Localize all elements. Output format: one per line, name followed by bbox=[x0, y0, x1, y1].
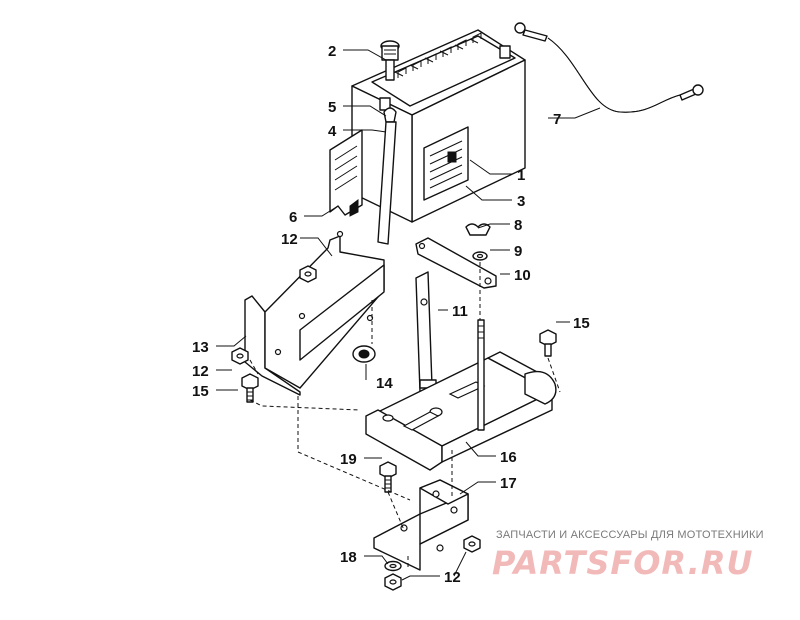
vent-fitting bbox=[380, 40, 400, 81]
callout-8: 8 bbox=[514, 217, 522, 234]
callout-13: 13 bbox=[192, 339, 209, 356]
callout-7: 7 bbox=[553, 111, 561, 128]
watermark-brand: PARTSFOR.RU bbox=[492, 544, 753, 582]
callout-6: 6 bbox=[289, 209, 297, 226]
callout-10: 10 bbox=[514, 267, 531, 284]
assembly-lines bbox=[249, 262, 561, 570]
callout-11: 11 bbox=[452, 303, 468, 320]
grommet bbox=[352, 345, 376, 363]
watermark: ЗАПЧАСТИ И АКСЕССУАРЫ ДЛЯ МОТОТЕХНИКИ PA… bbox=[492, 529, 764, 582]
bolt bbox=[539, 329, 557, 357]
callout-5: 5 bbox=[328, 99, 336, 116]
callout-15a: 15 bbox=[192, 383, 209, 400]
callout-18: 18 bbox=[340, 549, 357, 566]
callout-12a: 12 bbox=[281, 231, 298, 248]
watermark-tagline: ЗАПЧАСТИ И АКСЕССУАРЫ ДЛЯ МОТОТЕХНИКИ bbox=[496, 529, 764, 541]
heat-shield bbox=[329, 129, 363, 217]
mounting-bracket bbox=[244, 230, 385, 396]
washer bbox=[384, 560, 402, 572]
lower-bracket bbox=[373, 479, 469, 571]
nut bbox=[384, 573, 402, 591]
callout-labels: 2 5 4 6 12 1 3 7 8 9 10 11 13 12 15 14 1… bbox=[192, 43, 590, 586]
callout-17: 17 bbox=[500, 475, 517, 492]
wing-nut bbox=[465, 223, 491, 236]
callout-12b: 12 bbox=[192, 363, 209, 380]
callout-2: 2 bbox=[328, 43, 336, 60]
battery-label bbox=[423, 126, 469, 201]
bolt bbox=[241, 373, 259, 403]
hold-down-strap bbox=[415, 237, 497, 289]
callout-1: 1 bbox=[517, 167, 525, 184]
callout-12c: 12 bbox=[444, 569, 461, 586]
callout-19: 19 bbox=[340, 451, 357, 468]
vent-tube bbox=[377, 121, 397, 245]
nut bbox=[463, 535, 481, 553]
nut bbox=[299, 265, 317, 283]
callout-9: 9 bbox=[514, 243, 522, 260]
vent-elbow bbox=[383, 107, 397, 123]
callout-14: 14 bbox=[376, 375, 393, 392]
leader-lines bbox=[216, 49, 601, 581]
callout-15b: 15 bbox=[573, 315, 590, 332]
callout-16: 16 bbox=[500, 449, 517, 466]
callout-3: 3 bbox=[517, 193, 525, 210]
callout-4: 4 bbox=[328, 123, 337, 140]
washer bbox=[472, 251, 488, 261]
battery-cable bbox=[514, 22, 704, 113]
nut bbox=[231, 347, 249, 365]
battery-tray bbox=[365, 319, 557, 471]
battery bbox=[351, 29, 526, 223]
j-bolt bbox=[415, 271, 437, 393]
bolt bbox=[379, 461, 397, 493]
